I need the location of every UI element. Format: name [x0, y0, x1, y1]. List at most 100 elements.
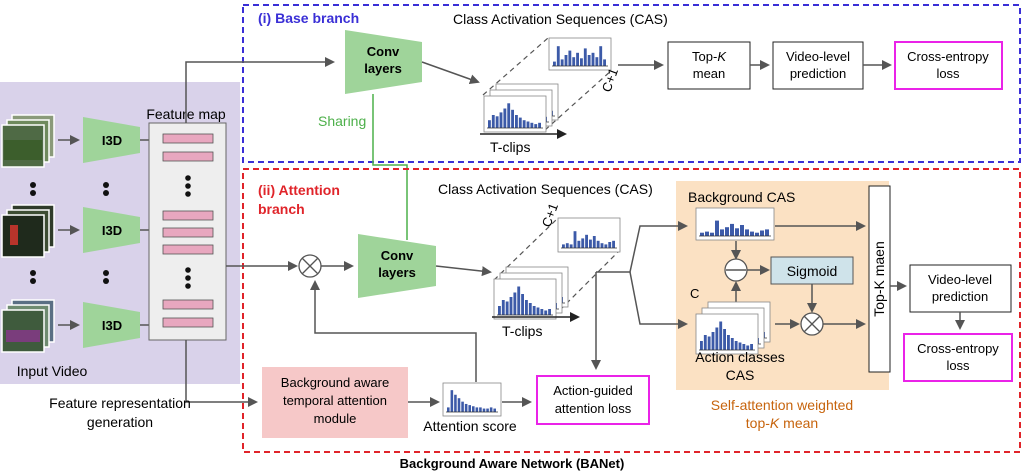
mini-bar: [750, 231, 754, 236]
base-cas-card-top: [548, 37, 612, 71]
mini-bar: [565, 243, 569, 248]
mini-bar: [568, 50, 572, 66]
mini-bar: [765, 229, 769, 236]
mini-bar: [720, 229, 724, 236]
mini-bar: [700, 232, 704, 236]
att-cas-card-front: [493, 278, 557, 320]
mini-bar: [612, 240, 615, 248]
mini-bar: [450, 390, 454, 412]
sigmoid-box: [770, 256, 854, 285]
topk-maen-box: [868, 185, 891, 373]
mini-bar: [538, 122, 541, 128]
bg-module-line2: temporal attention: [283, 393, 387, 408]
feature-gen-label-2: generation: [87, 414, 153, 430]
mini-bar: [475, 407, 479, 412]
left-dots: [30, 182, 109, 284]
mini-bar: [580, 58, 583, 66]
mini-bar: [715, 327, 719, 350]
mini-bar: [730, 223, 734, 236]
mini-bar: [495, 116, 499, 128]
mini-bar: [548, 309, 551, 315]
base-topk-mean-box: [667, 41, 751, 90]
mini-bar: [493, 408, 496, 412]
att-cas-card-top: [557, 217, 621, 253]
attention-branch-title-1: (ii) Attention: [258, 182, 340, 198]
mini-bar: [513, 292, 517, 315]
mini-bar: [727, 335, 730, 350]
mini-bar: [735, 228, 739, 236]
background-cas-label: Background CAS: [688, 189, 795, 205]
feature-map-bars: [162, 133, 214, 328]
self-attn-label-2: top-K mean: [746, 415, 818, 431]
mini-bar: [498, 306, 501, 315]
attention-score-card: [442, 382, 502, 417]
mini-bar: [564, 55, 568, 66]
mini-bar: [530, 122, 534, 128]
attention-cas-stack: [493, 266, 569, 320]
i3d-block-1: I3D: [83, 117, 140, 163]
base-topk-text: Top-K: [692, 49, 727, 64]
mini-bar: [486, 408, 489, 412]
multiply-node-1: [298, 254, 322, 278]
base-ce-loss-box: [894, 41, 1003, 90]
attention-score-chart: [442, 382, 502, 417]
minus-node: [724, 258, 748, 282]
mini-bar: [740, 225, 744, 236]
mini-bar: [734, 341, 738, 350]
mini-bar: [581, 238, 585, 248]
sharing-line: [372, 94, 408, 240]
attention-cas-top-card: [557, 217, 621, 253]
mini-bar: [577, 240, 581, 248]
base-cas-stack: [483, 83, 559, 133]
mini-bar: [532, 306, 536, 315]
topk-maen-label: Top-K maen: [871, 241, 887, 316]
mini-bar: [491, 115, 495, 128]
multiply-node-2: [800, 312, 824, 336]
background-cas-card: [695, 207, 775, 241]
mini-bar: [454, 394, 457, 412]
mini-bar: [482, 408, 486, 412]
mini-bar: [501, 300, 505, 315]
mini-bar: [746, 345, 750, 350]
mini-bar: [560, 59, 564, 66]
mini-bar: [600, 243, 604, 248]
mini-bar: [703, 335, 707, 350]
i3d-block-3: I3D: [83, 302, 140, 348]
mini-bar: [472, 406, 475, 412]
att-ce-line1: Cross-entropy: [917, 341, 999, 356]
mini-bar: [707, 336, 711, 350]
mini-bar: [604, 244, 608, 248]
mini-bar: [544, 310, 548, 315]
mini-bar: [719, 321, 723, 350]
mini-bar: [599, 46, 603, 66]
mini-bar: [457, 398, 461, 412]
mini-bar: [556, 46, 560, 66]
mini-bar: [745, 229, 749, 236]
base-video-pred-line2: prediction: [790, 66, 846, 81]
action-cas-card-front: [695, 313, 759, 355]
base-cas-card-front: [483, 95, 547, 133]
i3d-label-1: I3D: [102, 133, 122, 148]
input-video-label: Input Video: [17, 363, 88, 379]
base-topk-mean-word: mean: [693, 66, 726, 81]
mini-bar: [569, 244, 573, 248]
mini-bar: [755, 232, 759, 236]
attention-branch-title-2: branch: [258, 201, 305, 217]
video-frames-middle: [1, 204, 55, 258]
mini-bar: [447, 407, 450, 412]
video-frames-top: [1, 114, 55, 168]
mini-bar: [725, 227, 729, 236]
mini-bar: [596, 240, 600, 248]
mini-bar: [499, 112, 503, 128]
mini-bar: [540, 309, 544, 315]
video-frames-bottom: [1, 299, 55, 353]
feature-map-dots: [185, 175, 191, 289]
mini-bar: [723, 329, 726, 350]
action-cas-label-2: CAS: [726, 367, 755, 383]
base-branch-title: (i) Base branch: [258, 10, 359, 26]
attention-cas-label: Class Activation Sequences (CAS): [438, 181, 653, 197]
mini-bar: [705, 231, 709, 236]
att-conv-line2: layers: [378, 265, 416, 280]
mini-bar: [525, 300, 528, 315]
